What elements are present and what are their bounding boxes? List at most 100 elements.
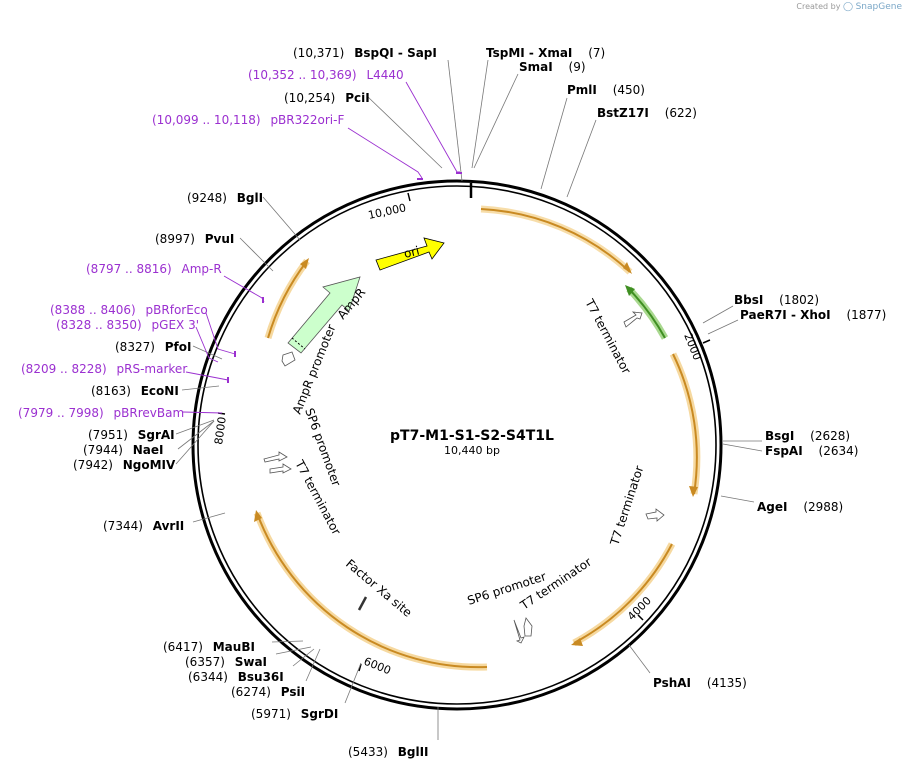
tick-2000: 2000 [681, 331, 704, 362]
bsu36i-position: (6344) [188, 670, 228, 684]
label-prs-marker: (8209 .. 8228) pRS-marker [21, 362, 187, 376]
bsu36i-name: Bsu36I [238, 670, 284, 684]
maubi-position: (6417) [163, 640, 203, 654]
label-sgrai: (7951) SgrAI [88, 428, 175, 442]
leader-pmli [540, 97, 568, 190]
t7-terminator-marker-1 [623, 311, 643, 328]
leader-pbr322ori-f [347, 127, 423, 179]
ngomiv-position: (7942) [73, 458, 113, 472]
arc-t7-terminator-3 [573, 543, 673, 644]
ampr-arrow [287, 276, 361, 354]
pshai-name: PshAI [653, 676, 691, 690]
primer-mark-amp-r [262, 297, 264, 303]
primer-mark-pbrforeco [234, 351, 236, 357]
sp6-promoter-marker-left [263, 451, 288, 463]
smai-position: (9) [569, 60, 586, 74]
leader-sgrdi [344, 662, 362, 704]
arc-glow-1 [480, 205, 633, 275]
pvui-name: PvuI [205, 232, 235, 246]
center-title: pT7-M1-S1-S2-S4T1L 10,440 bp [390, 428, 554, 457]
psii-name: PsiI [281, 685, 305, 699]
plasmid-length: 10,440 bp [444, 444, 500, 457]
arc-head-green [625, 285, 635, 296]
leader-fspai [722, 443, 763, 452]
ori-label: ori [402, 244, 421, 261]
label-agei: AgeI (2988) [757, 500, 843, 514]
pbr322ori-f-name: pBR322ori-F [270, 113, 344, 127]
plasmid-name: pT7-M1-S1-S2-S4T1L [390, 428, 554, 444]
arc-head-5 [300, 258, 309, 269]
bglii-position: (5433) [348, 745, 388, 759]
ampr-start-mark [291, 337, 306, 350]
bsgi-position: (2628) [810, 429, 850, 443]
label-swai: (6357) SwaI [185, 655, 267, 669]
label-pbr322ori-f: (10,099 .. 10,118) pBR322ori-F [152, 113, 344, 127]
label-pvui: (8997) PvuI [155, 232, 234, 246]
leader-ngomiv [175, 420, 215, 465]
label-pshai: PshAI (4135) [653, 676, 747, 690]
label-avrii: (7344) AvrII [103, 519, 184, 533]
bstz17i-name: BstZ17I [597, 106, 649, 120]
leader-prs-marker [185, 371, 229, 381]
leader-psii [305, 648, 321, 682]
prs-marker-range: (8209 .. 8228) [21, 362, 107, 376]
leader-tspmi [471, 59, 489, 169]
leader-pbrrevbam [182, 411, 223, 414]
primer-labels: (10,352 .. 10,369) L4440 (10,099 .. 10,1… [18, 68, 404, 420]
maubi-name: MauBI [213, 640, 255, 654]
swai-name: SwaI [235, 655, 267, 669]
bstz17i-position: (622) [665, 106, 697, 120]
leader-maubi [271, 640, 304, 643]
sgrdi-position: (5971) [251, 707, 291, 721]
label-amp-r: (8797 .. 8816) Amp-R [86, 262, 222, 276]
leader-bgli [262, 196, 301, 241]
label-bglii: (5433) BglII [348, 745, 429, 759]
leader-naei [177, 420, 215, 450]
leader-paer7i [707, 319, 739, 335]
t7-terminator-label-2: T7 terminator [607, 464, 646, 548]
tick-mark-10000 [407, 192, 411, 202]
bbsi-position: (1802) [779, 293, 819, 307]
factor-xa-label: Factor Xa site [343, 557, 415, 620]
leader-bspqi [447, 59, 463, 182]
t7-terminator-label-1: T7 terminator [582, 296, 634, 376]
swai-position: (6357) [185, 655, 225, 669]
fspai-position: (2634) [819, 444, 859, 458]
sp6-promoter-marker-bottom [513, 619, 525, 644]
fspai-name: FspAI [765, 444, 803, 458]
site-labels: (10,371) BspQI - SapI TspMI - XmaI (7) S… [73, 46, 886, 759]
leader-bbsi [702, 305, 734, 324]
arc-head-1 [623, 262, 632, 274]
tick-10000: 10,000 [367, 201, 407, 222]
label-fspai: FspAI (2634) [765, 444, 858, 458]
arc-glow-5 [264, 258, 310, 339]
bspqi-name: BspQI - SapI [354, 46, 437, 60]
pgex3-range: (8328 .. 8350) [56, 318, 142, 332]
arc-long-bottom [256, 512, 488, 669]
backbone-inner-ring [197, 185, 717, 705]
prs-marker-name: pRS-marker [117, 362, 188, 376]
bbsi-name: BbsI [734, 293, 763, 307]
tick-mark-2000 [702, 339, 711, 344]
leader-pgex3 [195, 326, 219, 363]
tick-6000: 6000 [362, 655, 393, 678]
agei-name: AgeI [757, 500, 787, 514]
avrii-name: AvrII [153, 519, 185, 533]
leader-pbrforeco [205, 312, 236, 355]
ampr-promoter-arrow [281, 351, 296, 367]
label-tspmi: TspMI - XmaI (7) [486, 46, 605, 60]
leader-econi [181, 385, 220, 391]
primer-marks [227, 172, 462, 383]
arc-t7-terminator-2 [672, 353, 698, 495]
avrii-position: (7344) [103, 519, 143, 533]
label-pmli: PmlI (450) [567, 83, 645, 97]
snapgene-credit: Created by ◯ SnapGene [796, 2, 902, 12]
label-bstz17i: BstZ17I (622) [597, 106, 697, 120]
feature-arcs [253, 205, 701, 671]
factor-xa-marker [357, 596, 368, 611]
pbr322ori-f-range: (10,099 .. 10,118) [152, 113, 261, 127]
label-bsu36i: (6344) Bsu36I [188, 670, 284, 684]
leader-sgrai [175, 419, 215, 435]
credit-prefix: Created by [796, 2, 841, 11]
pfoi-position: (8327) [115, 340, 155, 354]
